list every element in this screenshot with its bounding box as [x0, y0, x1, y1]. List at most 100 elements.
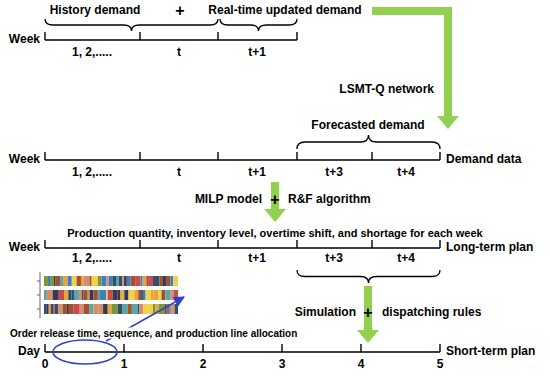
tick-label: t+3	[325, 166, 343, 179]
input-label: History demand	[50, 4, 141, 17]
gantt-job	[100, 290, 106, 300]
timeline-tick	[217, 240, 218, 248]
gantt-job	[128, 304, 132, 314]
method-label: Simulation	[295, 306, 356, 319]
gantt-job	[148, 304, 153, 314]
timeline-tick	[202, 344, 203, 352]
gantt-job	[79, 290, 82, 300]
curly-brace	[45, 19, 218, 31]
method-label: MILP model	[195, 193, 262, 206]
gantt-job	[74, 290, 79, 300]
gantt-job	[64, 290, 68, 300]
gantt-job	[56, 276, 60, 286]
gantt-job	[47, 290, 53, 300]
gantt-job	[122, 290, 124, 300]
gantt-job	[74, 304, 80, 314]
timeline-tick	[217, 32, 218, 40]
tick-label: 5	[437, 358, 444, 371]
gantt-job	[135, 276, 140, 286]
arrow-label: LSMT-Q network	[339, 83, 434, 96]
gantt-job	[106, 290, 108, 300]
gantt-job	[151, 290, 153, 300]
tick-label: t+1	[248, 252, 266, 265]
gantt-job	[68, 290, 71, 300]
gantt-job	[143, 304, 148, 314]
gantt-job	[117, 276, 119, 286]
gantt-job	[124, 290, 128, 300]
gantt-job	[44, 276, 48, 286]
gantt-job	[51, 304, 53, 314]
gantt-job	[118, 304, 123, 314]
gantt-job	[111, 304, 117, 314]
gantt-job	[131, 276, 136, 286]
tick-label: 1, 2,.....	[72, 252, 112, 265]
timeline-axis	[45, 351, 440, 352]
timeline-tick	[217, 152, 218, 160]
gantt-job	[119, 276, 122, 286]
gantt-job	[175, 304, 178, 314]
gantt-job	[112, 276, 116, 286]
gantt-job	[153, 290, 158, 300]
timeline-tick	[44, 240, 45, 248]
gantt-job	[106, 276, 108, 286]
gantt-job	[53, 290, 59, 300]
gantt-job	[129, 290, 135, 300]
gantt-job	[143, 276, 147, 286]
output-label: Order release time, sequence, and produc…	[8, 328, 299, 339]
input-label: Real-time updated demand	[208, 4, 361, 17]
gantt-job	[71, 290, 74, 300]
tick-label: 4	[358, 358, 365, 371]
gantt-job	[72, 276, 77, 286]
gantt-job	[55, 304, 59, 314]
timeline-tick	[439, 240, 440, 248]
gantt-job	[167, 290, 171, 300]
arrow-head	[357, 330, 379, 343]
gantt-job	[59, 290, 64, 300]
tick-label: t+1	[248, 166, 266, 179]
gantt-job	[60, 276, 63, 286]
timeline-tick	[371, 240, 372, 248]
gantt-job	[54, 276, 56, 286]
gantt-job	[146, 276, 148, 286]
flow-arrow	[364, 286, 372, 331]
timeline-tick	[296, 240, 297, 248]
gantt-job	[171, 290, 174, 300]
tick-label: 1	[121, 358, 128, 371]
axis-name: Week	[9, 33, 40, 46]
tick-label: t	[177, 166, 181, 179]
tick-label: 1, 2,.....	[72, 166, 112, 179]
gantt-job	[159, 276, 163, 286]
gantt-job	[172, 304, 175, 314]
gantt-job	[63, 304, 67, 314]
gantt-job	[140, 276, 142, 286]
timeline-tick	[360, 344, 361, 352]
gantt-job	[153, 276, 159, 286]
gantt-tick	[37, 281, 40, 282]
flow-arrow	[372, 11, 448, 117]
gantt-job	[158, 290, 162, 300]
gantt-job	[63, 276, 68, 286]
brace-label: Forecasted demand	[311, 119, 424, 132]
plan-label: Demand data	[446, 153, 521, 166]
gantt-job	[90, 276, 92, 286]
tick-label: t	[177, 252, 181, 265]
gantt-job	[138, 290, 141, 300]
gantt-job	[77, 276, 81, 286]
gantt-job	[92, 276, 98, 286]
gantt-job	[93, 290, 97, 300]
tick-label: 0	[42, 358, 49, 371]
timeline-tick	[123, 344, 124, 352]
timeline-tick	[371, 152, 372, 160]
timeline-tick	[139, 152, 140, 160]
gantt-job	[117, 290, 120, 300]
timeline-axis	[45, 247, 440, 248]
gantt-job	[80, 304, 84, 314]
gantt-job	[83, 276, 89, 286]
gantt-job	[109, 276, 113, 286]
highlight-ellipse	[53, 340, 117, 364]
gantt-job	[50, 276, 54, 286]
gantt-job	[81, 276, 83, 286]
timeline-tick	[44, 344, 45, 352]
gantt-job	[44, 304, 47, 314]
